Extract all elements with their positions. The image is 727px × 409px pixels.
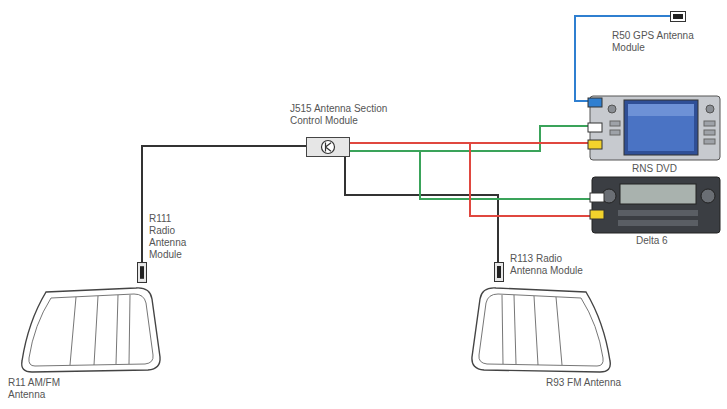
signal-wire xyxy=(350,143,590,216)
antenna-module-outline xyxy=(137,262,147,283)
radio-unit: Delta 6 xyxy=(588,174,724,248)
navigation-radio: RNS DVD xyxy=(588,93,724,175)
radio-unit-outline xyxy=(590,176,722,234)
part-label: R111 Radio Antenna Module xyxy=(149,213,192,261)
signal-wire xyxy=(142,146,306,262)
part-label: Delta 6 xyxy=(636,235,716,247)
gps-antenna-module: R50 GPS Antenna Module xyxy=(608,8,718,64)
gps-antenna-module-outline xyxy=(670,11,686,22)
part-label: R113 Radio Antenna Module xyxy=(510,253,590,277)
control-module-outline xyxy=(306,137,350,157)
window-antenna: R11 AM/FM Antenna xyxy=(5,283,170,405)
part-label: R93 FM Antenna xyxy=(546,377,696,389)
window-antenna-outline xyxy=(18,287,164,375)
part-label: R11 AM/FM Antenna xyxy=(8,377,70,401)
antenna-module: R113 Radio Antenna Module xyxy=(492,250,592,284)
control-module: J515 Antenna Section Control Module xyxy=(286,100,416,158)
part-label: RNS DVD xyxy=(632,163,722,175)
window-antenna: R93 FM Antenna xyxy=(465,283,720,405)
part-label: J515 Antenna Section Control Module xyxy=(290,103,410,127)
antenna-module: R111 Radio Antenna Module xyxy=(136,210,192,284)
part-label: R50 GPS Antenna Module xyxy=(612,30,712,54)
window-antenna-outline xyxy=(468,287,614,375)
antenna-module-outline xyxy=(494,262,504,282)
signal-wire xyxy=(575,16,670,101)
signal-wire xyxy=(345,157,498,262)
navigation-radio-outline xyxy=(588,95,722,161)
